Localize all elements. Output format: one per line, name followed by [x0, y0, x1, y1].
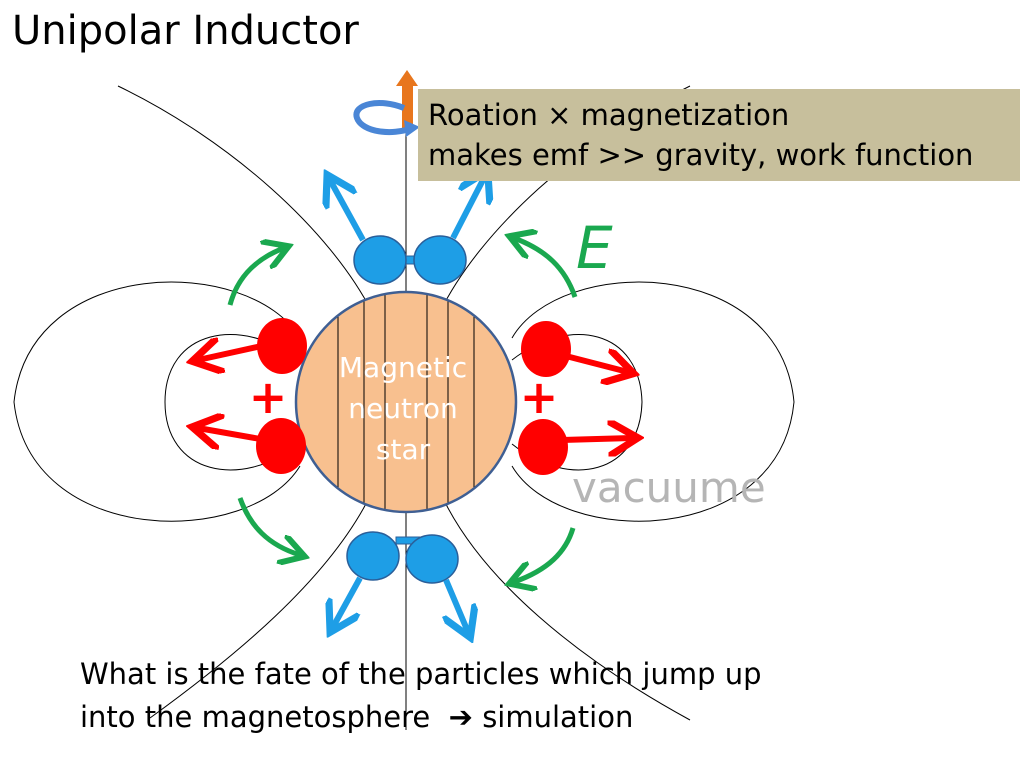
callout-line-2: makes emf >> gravity, work function	[428, 138, 974, 172]
question-text: What is the fate of the particles which …	[80, 653, 762, 739]
ions: + +	[198, 318, 632, 475]
electron-escape-arrow	[333, 576, 363, 627]
electron-particle	[405, 534, 459, 584]
emf-callout-box: Roation × magnetization makes emf >> gra…	[418, 89, 1020, 181]
ion-escape-arrow	[198, 428, 267, 440]
field-line	[511, 281, 795, 522]
rotation-axis-arrow	[396, 70, 418, 128]
question-line-2-text: into the magnetosphere	[80, 700, 431, 734]
field-line	[164, 334, 301, 471]
star-label-line1: Magnetic	[339, 351, 467, 384]
e-field-arrow	[227, 248, 284, 306]
star-label-line2: neutron	[348, 392, 457, 425]
e-field-label: E	[576, 214, 613, 282]
star-label-line3: star	[376, 433, 431, 466]
ion-particle	[256, 418, 306, 474]
electron-particle	[413, 235, 467, 285]
neutron-star: Magnetic neutron star	[294, 290, 518, 514]
plus-sign-left: +	[249, 370, 288, 424]
field-line	[13, 281, 301, 522]
electron-escape-arrow	[446, 578, 468, 632]
ion-escape-arrow	[561, 438, 632, 440]
slide-title: Unipolar Inductor	[12, 8, 359, 54]
e-field-arrows	[227, 238, 578, 582]
electron-escape-arrow	[330, 180, 366, 242]
e-field-arrow	[514, 527, 576, 582]
vacuum-label: vacuume	[572, 463, 766, 512]
ion-escape-arrow	[198, 345, 267, 360]
right-arrow-icon: ➔	[448, 700, 473, 734]
electron-particle	[346, 531, 400, 581]
electron-particle	[353, 235, 407, 285]
plus-sign-right: +	[520, 370, 559, 424]
ion-particle	[257, 318, 307, 374]
question-line-1: What is the fate of the particles which …	[80, 657, 762, 691]
callout-line-1: Roation × magnetization	[428, 98, 790, 132]
e-field-arrow	[237, 497, 300, 555]
e-field-arrow	[514, 238, 578, 298]
ion-particle	[518, 419, 568, 475]
field-line	[117, 85, 373, 313]
ion-escape-arrow	[561, 355, 628, 372]
field-line	[439, 491, 691, 721]
question-line-2: into the magnetosphere ➔ simulation	[80, 696, 762, 739]
electrons	[330, 176, 485, 632]
field-line	[149, 491, 373, 719]
electron-escape-arrow	[450, 176, 485, 240]
spin-arrow-icon	[353, 100, 420, 137]
simulation-label: simulation	[482, 700, 634, 734]
ion-particle	[521, 321, 571, 377]
